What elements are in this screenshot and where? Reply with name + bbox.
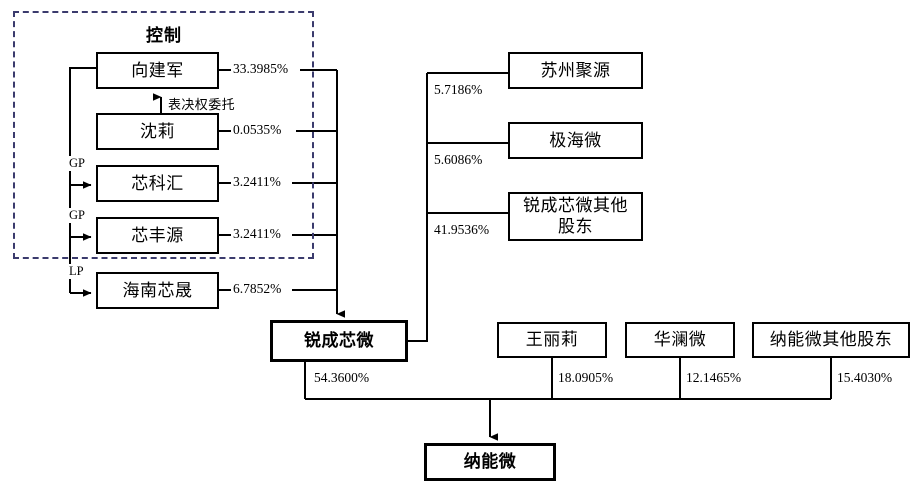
pct-xiang-jianjun: 33.3985% bbox=[231, 61, 291, 77]
pct-wang-lili: 18.0905% bbox=[556, 370, 616, 386]
pct-xinfengyuan: 3.2411% bbox=[231, 226, 283, 242]
gp-tag-xinfengyuan: GP bbox=[69, 208, 85, 223]
pct-xinkehui: 3.2411% bbox=[231, 174, 283, 190]
node-ruicheng-other-shareholders-line1: 锐成芯微其他 bbox=[523, 196, 628, 216]
control-group-title: 控制 bbox=[146, 26, 182, 45]
pct-ruicheng-other-shareholders: 41.9536% bbox=[432, 222, 492, 238]
pct-suzhou-juyuan: 5.7186% bbox=[432, 82, 485, 98]
pct-nanengwei-other-shareholders: 15.4030% bbox=[835, 370, 895, 386]
node-xiang-jianjun[interactable]: 向建军 bbox=[96, 52, 219, 89]
node-xinfengyuan[interactable]: 芯丰源 bbox=[96, 217, 219, 254]
node-hualanwei[interactable]: 华澜微 bbox=[625, 322, 735, 358]
node-xinkehui[interactable]: 芯科汇 bbox=[96, 165, 219, 202]
node-suzhou-juyuan[interactable]: 苏州聚源 bbox=[508, 52, 643, 89]
pct-hualanwei: 12.1465% bbox=[684, 370, 744, 386]
node-hainan-xinsheng[interactable]: 海南芯晟 bbox=[96, 272, 219, 309]
pct-ruicheng-to-nanengwei: 54.3600% bbox=[312, 370, 372, 386]
control-group-boundary bbox=[13, 11, 314, 259]
node-wang-lili[interactable]: 王丽莉 bbox=[497, 322, 607, 358]
gp-tag-xinkehui: GP bbox=[69, 156, 85, 171]
pct-jihaiwei: 5.6086% bbox=[432, 152, 485, 168]
node-ruicheng-other-shareholders-line2: 股东 bbox=[558, 216, 593, 236]
node-jihaiwei[interactable]: 极海微 bbox=[508, 122, 643, 159]
node-nanengwei[interactable]: 纳能微 bbox=[424, 443, 556, 481]
lp-tag-hainan-xinsheng: LP bbox=[69, 264, 84, 279]
node-ruicheng-other-shareholders[interactable]: 锐成芯微其他 股东 bbox=[508, 192, 643, 241]
node-nanengwei-other-shareholders[interactable]: 纳能微其他股东 bbox=[752, 322, 910, 358]
pct-hainan-xinsheng: 6.7852% bbox=[231, 281, 284, 297]
voting-delegation-label: 表决权委托 bbox=[168, 94, 236, 113]
pct-shen-li: 0.0535% bbox=[231, 122, 284, 138]
node-ruicheng-xinwei[interactable]: 锐成芯微 bbox=[270, 320, 408, 362]
node-shen-li[interactable]: 沈莉 bbox=[96, 113, 219, 150]
